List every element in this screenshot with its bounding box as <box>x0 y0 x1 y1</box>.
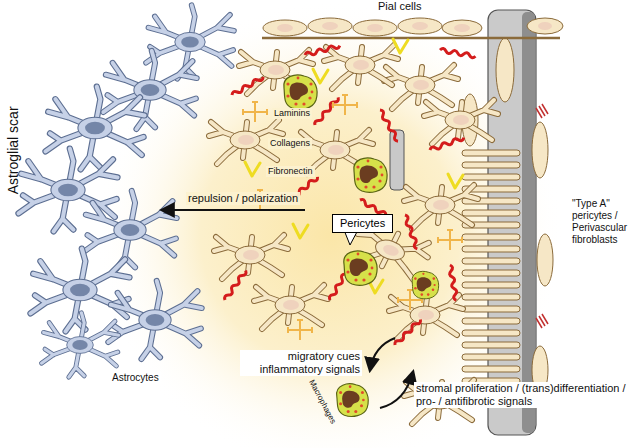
cell-label: Astrocytes <box>110 372 161 384</box>
structure-label: "Type A" pericytes / Perivascular fibrob… <box>572 198 636 246</box>
region-title: Astroglial scar <box>5 106 22 194</box>
matrix-label: Collagens <box>268 138 312 149</box>
node-text: Pericytes <box>340 217 385 229</box>
matrix-label: Fibronectin <box>266 166 315 177</box>
callout-box: Pericytes <box>332 214 393 233</box>
arrow-label: stromal proliferation / (trans)different… <box>414 382 636 408</box>
arrow-label: migratory cues inflammatory signals <box>240 350 362 376</box>
arrow-label: repulsion / polarization <box>186 192 300 205</box>
structure-label: Pial cells <box>376 0 423 13</box>
matrix-label: Laminins <box>272 108 312 119</box>
